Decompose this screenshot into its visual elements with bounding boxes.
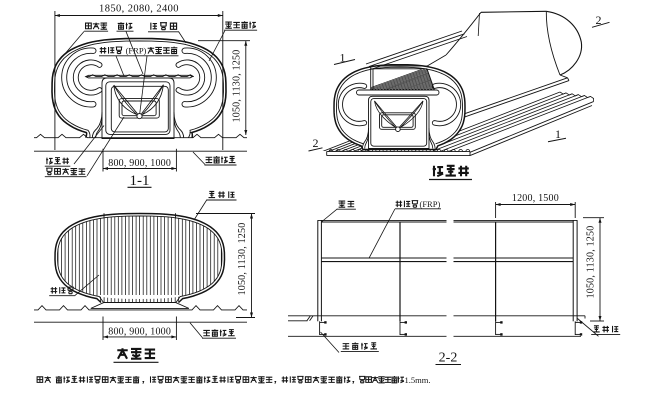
svg-text:1-1: 1-1 — [130, 173, 150, 189]
svg-text:1: 1 — [340, 51, 346, 65]
svg-text:(FRP): (FRP) — [420, 199, 441, 209]
svg-text:(FRP): (FRP) — [126, 46, 147, 56]
svg-text:2-2: 2-2 — [439, 351, 458, 366]
svg-text:1: 1 — [555, 127, 561, 141]
svg-text:1050, 1130, 1250: 1050, 1130, 1250 — [585, 226, 596, 299]
svg-text:1050, 1130, 1250: 1050, 1130, 1250 — [237, 223, 248, 296]
svg-text:1200, 1500: 1200, 1500 — [512, 193, 559, 204]
svg-text:2: 2 — [596, 13, 602, 27]
svg-text:2: 2 — [313, 136, 319, 150]
svg-text:1.5mm.: 1.5mm. — [405, 375, 431, 385]
svg-text:1850, 2080, 2400: 1850, 2080, 2400 — [99, 4, 179, 15]
svg-text:800, 900, 1000: 800, 900, 1000 — [108, 158, 171, 169]
svg-text:1050, 1130, 1250: 1050, 1130, 1250 — [232, 50, 243, 123]
svg-text:800, 900, 1000: 800, 900, 1000 — [108, 327, 171, 338]
